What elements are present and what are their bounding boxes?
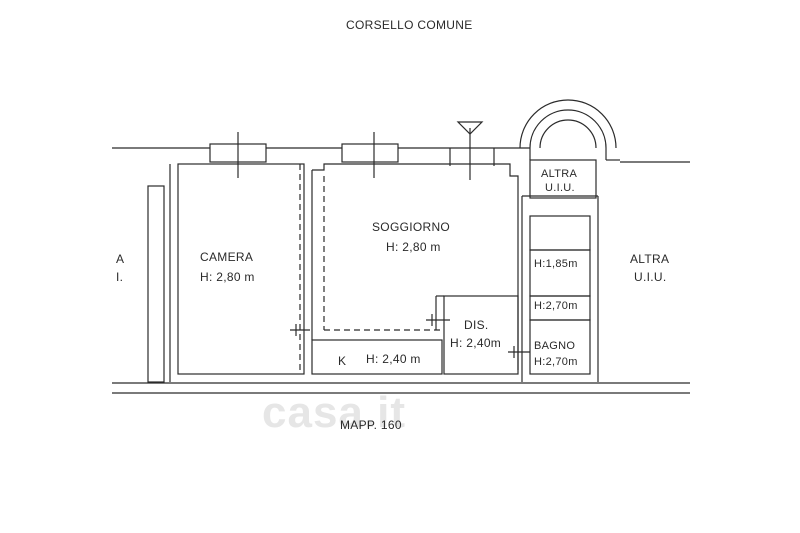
- entrance-marker-icon: [456, 121, 484, 135]
- corridor-label: CORSELLO COMUNE: [346, 18, 473, 32]
- camera-height: H: 2,80 m: [200, 270, 255, 284]
- parcel-label: MAPP. 160: [340, 418, 402, 432]
- ripostiglio-1-height: H:1,85m: [534, 258, 578, 270]
- altra-left-name: A: [116, 252, 125, 266]
- cucina-height: H: 2,40 m: [366, 352, 421, 366]
- stair-arc-mid: [529, 109, 607, 149]
- room-disimpegno: [443, 295, 519, 375]
- wall-left-neighbor: [147, 185, 165, 383]
- soggiorno-name: SOGGIORNO: [372, 220, 451, 234]
- room-ripostiglio-1: [529, 249, 591, 297]
- camera-name: CAMERA: [200, 250, 254, 264]
- altra-top-code: U.I.U.: [545, 182, 575, 194]
- bagno-name: BAGNO: [534, 340, 576, 352]
- cucina-label: K: [338, 354, 347, 368]
- room-bagno: [529, 319, 591, 375]
- stair-arc-outer: [519, 99, 617, 149]
- disimpegno-name: DIS.: [464, 318, 489, 332]
- altra-left-code: I.: [116, 270, 124, 284]
- stair-arc-inner: [539, 119, 597, 149]
- disimpegno-height: H: 2,40m: [450, 336, 502, 350]
- room-cucina: [311, 339, 443, 375]
- altra-right-code: U.I.U.: [634, 270, 667, 284]
- bagno-height: H:2,70m: [534, 356, 578, 368]
- altra-top-name: ALTRA: [541, 168, 578, 180]
- altra-right-name: ALTRA: [630, 252, 670, 266]
- watermark-text: casa.it: [262, 388, 406, 437]
- room-vano-tecnico: [529, 215, 591, 251]
- ripostiglio-2-height: H:2,70m: [534, 300, 578, 312]
- window-soggiorno: [341, 143, 399, 163]
- room-altra-top: [529, 159, 597, 199]
- room-camera: [177, 163, 305, 375]
- room-soggiorno: [312, 163, 519, 370]
- soggiorno-height: H: 2,80 m: [386, 240, 441, 254]
